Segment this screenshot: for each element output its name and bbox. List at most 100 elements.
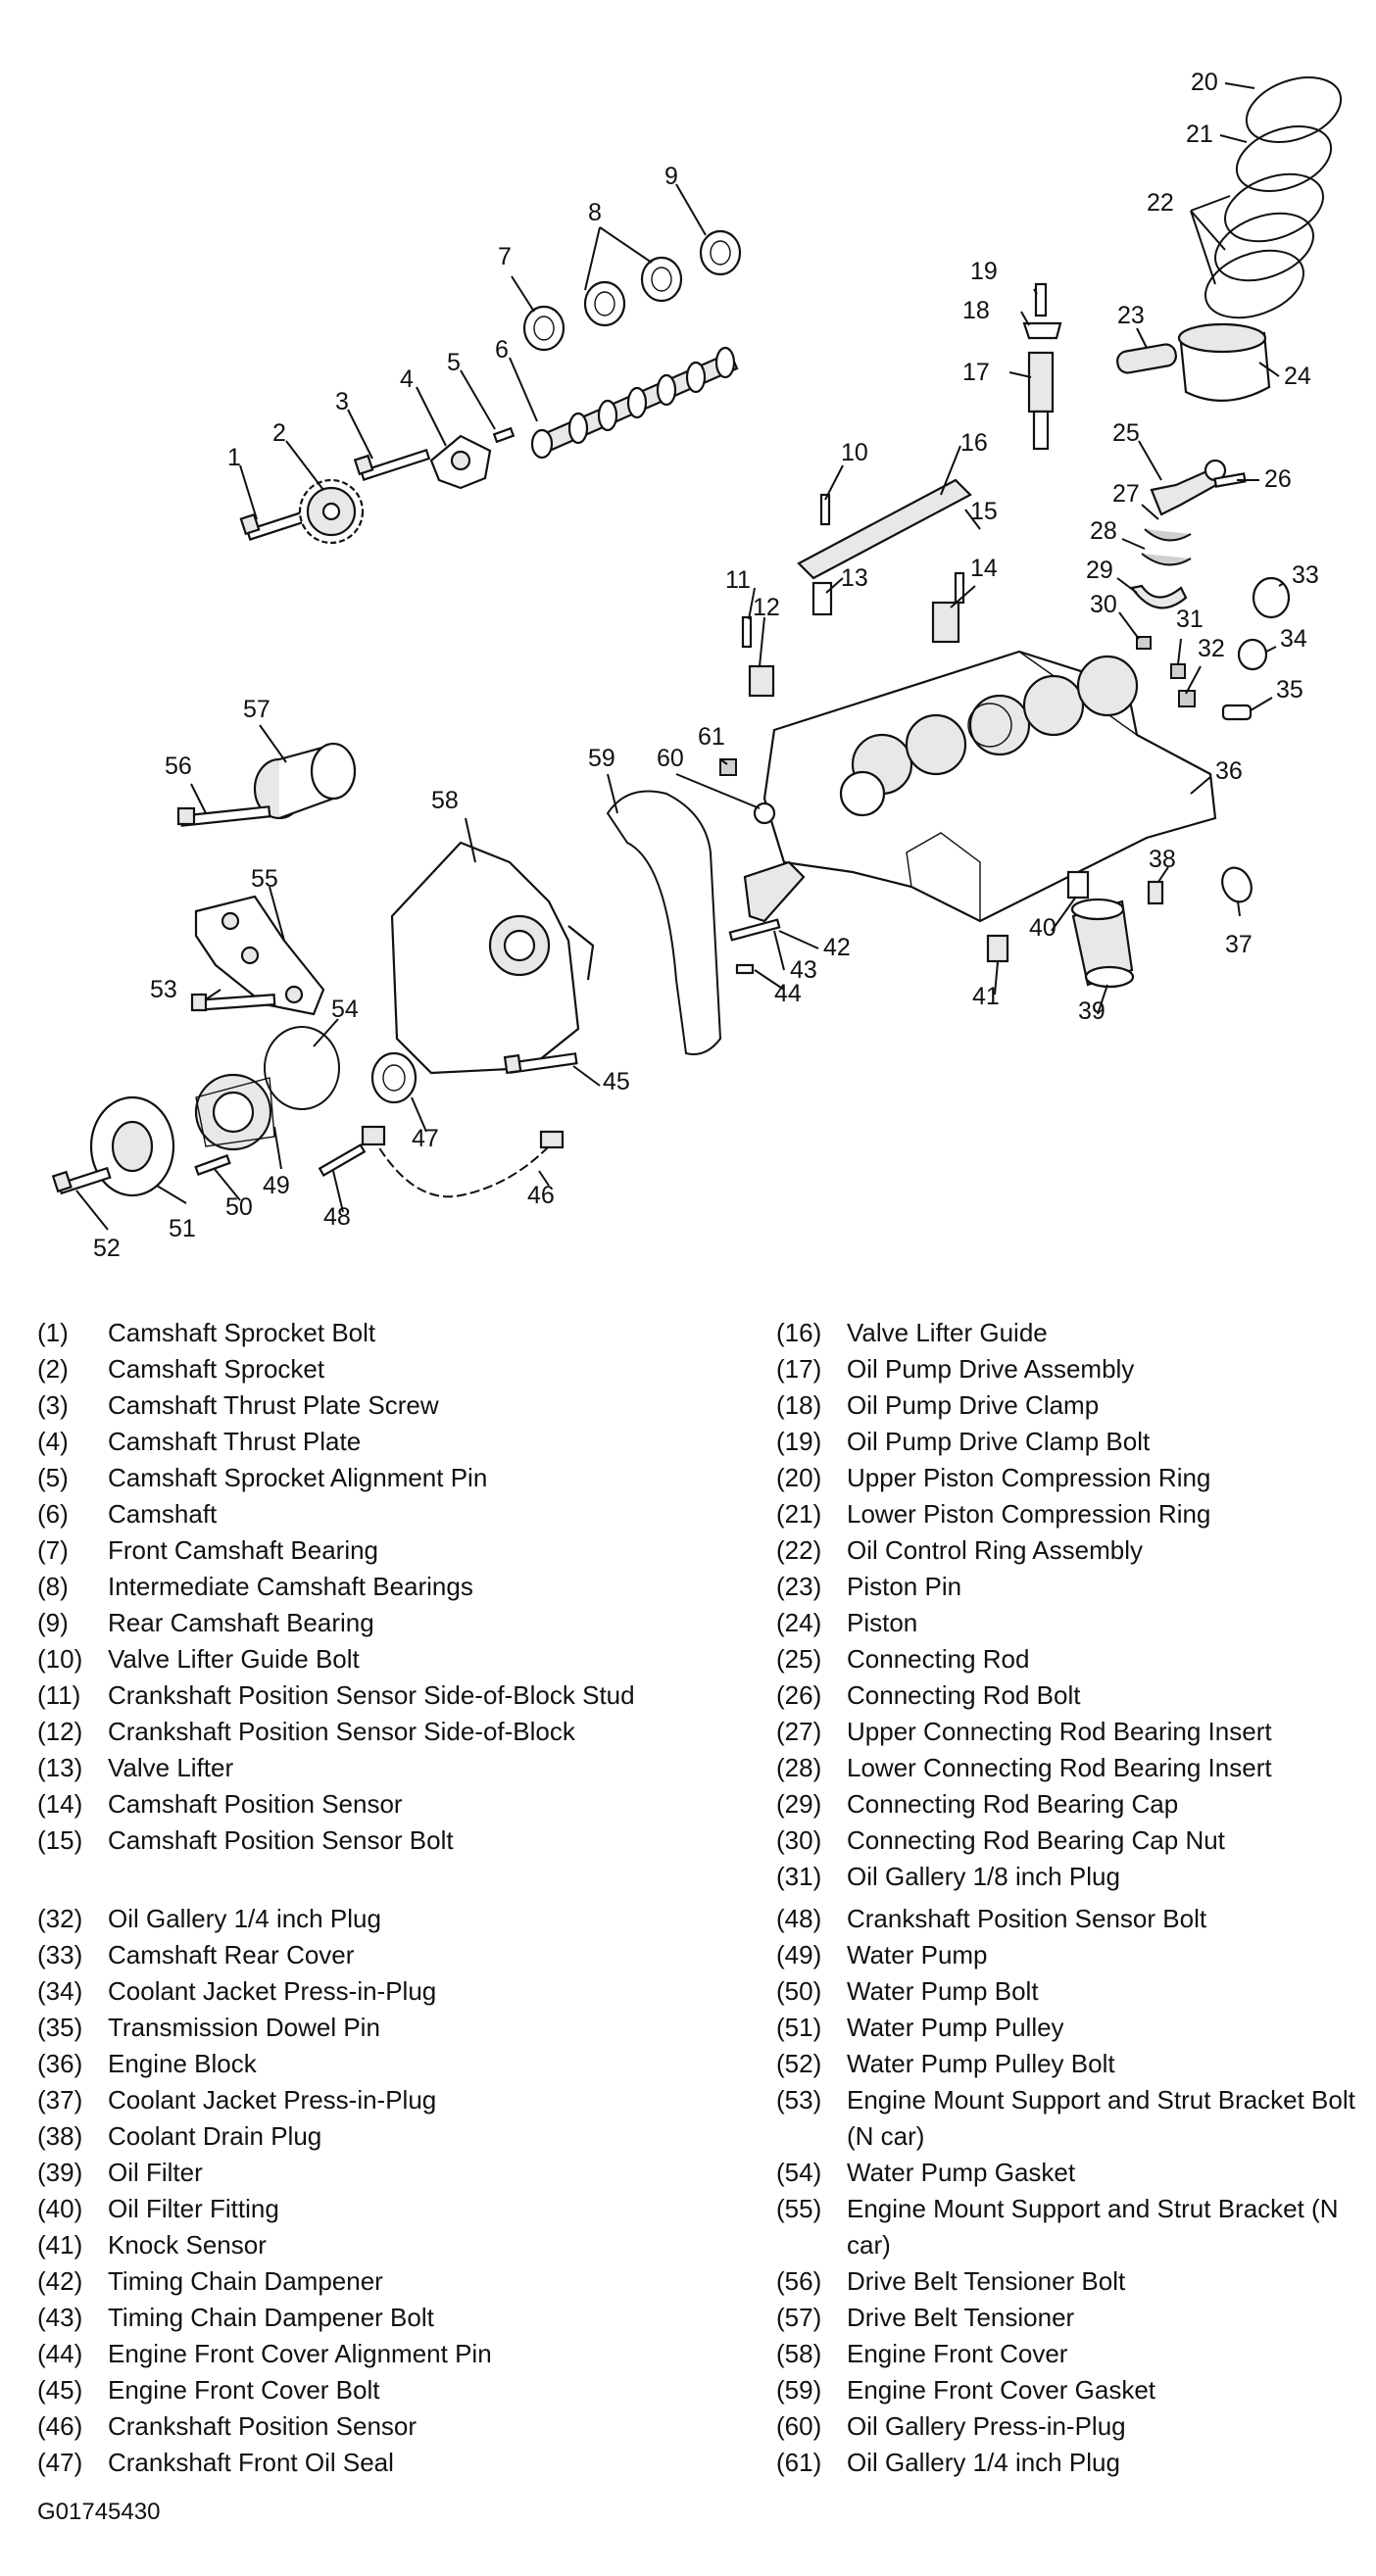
legend-item-number: (9)	[37, 1608, 69, 1637]
legend-item: (31)Oil Gallery 1/8 inch Plug	[776, 1859, 1354, 1895]
legend-item: (46)Crankshaft Position Sensor	[37, 2408, 743, 2445]
legend-item-number: (55)	[776, 2194, 822, 2223]
legend-item-label: Oil Filter Fitting	[108, 2194, 279, 2223]
callout-24: 24	[1284, 363, 1311, 390]
callout-48: 48	[323, 1203, 351, 1231]
legend-item-number: (30)	[776, 1825, 822, 1855]
legend-item: (43)Timing Chain Dampener Bolt	[37, 2300, 743, 2336]
legend-item: (51)Water Pump Pulley	[776, 2010, 1364, 2046]
legend-item: (45)Engine Front Cover Bolt	[37, 2372, 743, 2408]
legend-item-label: Engine Front Cover Gasket	[847, 2375, 1156, 2405]
oil-pump-drive-clamp-bolt	[1034, 282, 1048, 317]
figure-id: G01745430	[37, 2499, 161, 2525]
legend-column-left-1: (1)Camshaft Sprocket Bolt(2)Camshaft Spr…	[37, 1315, 743, 1859]
legend-item: (16)Valve Lifter Guide	[776, 1315, 1354, 1351]
callout-49: 49	[263, 1172, 290, 1199]
legend-item-number: (1)	[37, 1318, 69, 1347]
callout-22: 22	[1147, 189, 1174, 217]
legend-item-label: Coolant Jacket Press-in-Plug	[108, 2085, 437, 2114]
legend-item-number: (22)	[776, 1535, 822, 1565]
callout-34: 34	[1280, 625, 1307, 653]
legend-item: (11)Crankshaft Position Sensor Side-of-B…	[37, 1677, 743, 1714]
callout-29: 29	[1086, 557, 1113, 584]
legend-column-right-2: (48)Crankshaft Position Sensor Bolt(49)W…	[776, 1901, 1364, 2481]
legend-item: (20)Upper Piston Compression Ring	[776, 1460, 1354, 1496]
legend-item: (61)Oil Gallery 1/4 inch Plug	[776, 2445, 1364, 2481]
legend-item: (5) Camshaft Sprocket Alignment Pin	[37, 1460, 743, 1496]
oil-control-ring-assembly	[1204, 172, 1325, 319]
engine-front-cover-gasket	[606, 790, 722, 1055]
legend-item-label: Water Pump Gasket	[847, 2158, 1076, 2187]
legend-item-number: (33)	[37, 1940, 83, 1969]
piston-pin	[1116, 343, 1177, 374]
legend-item-number: (54)	[776, 2158, 822, 2187]
legend-item: (15)Camshaft Position Sensor Bolt	[37, 1823, 743, 1859]
legend-item: (53)Engine Mount Support and Strut Brack…	[776, 2082, 1364, 2155]
legend-item-number: (31)	[776, 1862, 822, 1891]
piston	[1177, 322, 1271, 402]
legend-item: (6)Camshaft	[37, 1496, 743, 1532]
legend-item: (39)Oil Filter	[37, 2155, 743, 2191]
callout-37: 37	[1225, 931, 1253, 958]
callout-60: 60	[657, 745, 684, 772]
legend-item-number: (2)	[37, 1354, 69, 1384]
legend-item-label: Engine Front Cover Alignment Pin	[108, 2339, 492, 2368]
callout-54: 54	[331, 996, 359, 1023]
legend-item-number: (58)	[776, 2339, 822, 2368]
legend-item-number: (44)	[37, 2339, 83, 2368]
engine-mount-support-and-strut-bracket-bolt	[190, 993, 276, 1012]
coolant-jacket-press-in-plug-37	[1221, 866, 1253, 903]
legend-item-number: (57)	[776, 2303, 822, 2332]
legend-item: (25)Connecting Rod	[776, 1641, 1354, 1677]
engine-front-cover	[390, 841, 595, 1075]
legend-item: (32)Oil Gallery 1/4 inch Plug	[37, 1901, 743, 1937]
legend-item: (22) Oil Control Ring Assembly	[776, 1532, 1354, 1569]
legend-item: (2)Camshaft Sprocket	[37, 1351, 743, 1387]
legend-item-label: Oil Pump Drive Clamp Bolt	[847, 1427, 1151, 1456]
callout-4: 4	[400, 365, 414, 393]
legend-item-label: Camshaft Thrust Plate Screw	[108, 1390, 439, 1420]
legend-item-number: (13)	[37, 1753, 83, 1782]
legend-item-number: (36)	[37, 2049, 83, 2078]
callout-10: 10	[841, 439, 868, 466]
callout-18: 18	[962, 297, 990, 324]
legend-item: (21)Lower Piston Compression Ring	[776, 1496, 1354, 1532]
callout-44: 44	[774, 980, 802, 1007]
legend-item-label: Camshaft Position Sensor Bolt	[108, 1825, 454, 1855]
legend-item: (26)Connecting Rod Bolt	[776, 1677, 1354, 1714]
legend-item-number: (25)	[776, 1644, 822, 1674]
legend-item: (14)Camshaft Position Sensor	[37, 1786, 743, 1823]
callout-16: 16	[960, 429, 988, 457]
legend-item-number: (20)	[776, 1463, 822, 1492]
legend-item-label: Water Pump	[847, 1940, 988, 1969]
callout-19: 19	[970, 258, 998, 285]
legend-item-label: Rear Camshaft Bearing	[108, 1608, 374, 1637]
legend-item-number: (52)	[776, 2049, 822, 2078]
engine-mount-support-and-strut-bracket	[194, 895, 325, 1016]
legend-item-number: (53)	[776, 2085, 822, 2114]
legend-item-number: (6)	[37, 1499, 69, 1529]
crankshaft-front-oil-seal	[370, 1051, 418, 1104]
callout-9: 9	[664, 163, 678, 190]
legend-item: (17)Oil Pump Drive Assembly	[776, 1351, 1354, 1387]
legend-item: (59) Engine Front Cover Gasket	[776, 2372, 1364, 2408]
oil-gallery-press-in-plug	[753, 802, 776, 825]
legend-item-label: Water Pump Pulley Bolt	[847, 2049, 1115, 2078]
legend-item: (18)Oil Pump Drive Clamp	[776, 1387, 1354, 1424]
legend-item-label: Crankshaft Front Oil Seal	[108, 2448, 394, 2477]
legend-item-label: Camshaft Sprocket Alignment Pin	[108, 1463, 488, 1492]
legend-item-label: Oil Control Ring Assembly	[847, 1535, 1143, 1565]
callout-43: 43	[790, 956, 817, 984]
legend-item-number: (35)	[37, 2013, 83, 2042]
legend-item-label: Coolant Drain Plug	[108, 2121, 322, 2151]
legend-item-label: Camshaft Position Sensor	[108, 1789, 403, 1819]
camshaft-sprocket-alignment-pin	[492, 426, 516, 444]
legend-item-number: (59)	[776, 2375, 822, 2405]
timing-chain-dampener-bolt	[728, 918, 781, 942]
legend-item-number: (19)	[776, 1427, 822, 1456]
connecting-rod-bolt	[1213, 472, 1247, 488]
legend-item-number: (5)	[37, 1463, 69, 1492]
legend-item-label: Valve Lifter Guide	[847, 1318, 1048, 1347]
legend-item-label: Engine Mount Support and Strut Bracket (…	[847, 2194, 1339, 2260]
legend-item-label: Crankshaft Position Sensor Side-of-Block…	[108, 1680, 635, 1710]
